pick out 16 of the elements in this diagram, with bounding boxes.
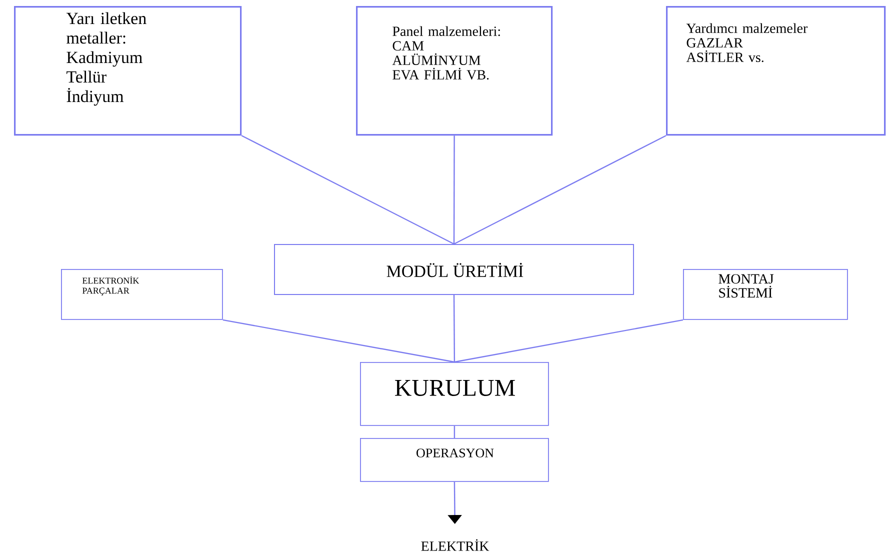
connector-line (454, 319, 684, 363)
process-box: OPERASYON (360, 438, 549, 482)
connector-line (453, 295, 456, 362)
process-box: ELEKTRONİK PARÇALAR (61, 269, 223, 320)
process-box: MONTAJ SİSTEMİ (683, 269, 848, 320)
connector-line (454, 426, 456, 438)
connector-line (241, 135, 454, 245)
connector-line (454, 135, 666, 245)
process-box: MODÜL ÜRETİMİ (274, 244, 634, 295)
output-label: ELEKTRİK (421, 539, 490, 551)
process-box: Yardımcı malzemeler GAZLAR ASİTLER vs. (666, 6, 886, 136)
process-box: Yarı iletken metaller: Kadmiyum Tellür İndiyum (14, 6, 242, 136)
process-box: KURULUM (360, 362, 549, 426)
connector-line (453, 136, 455, 244)
connector-line (222, 319, 455, 363)
process-box: Panel malzemeleri: CAM ALÜMİNYUM EVA FİLMİ VB. (356, 6, 553, 136)
